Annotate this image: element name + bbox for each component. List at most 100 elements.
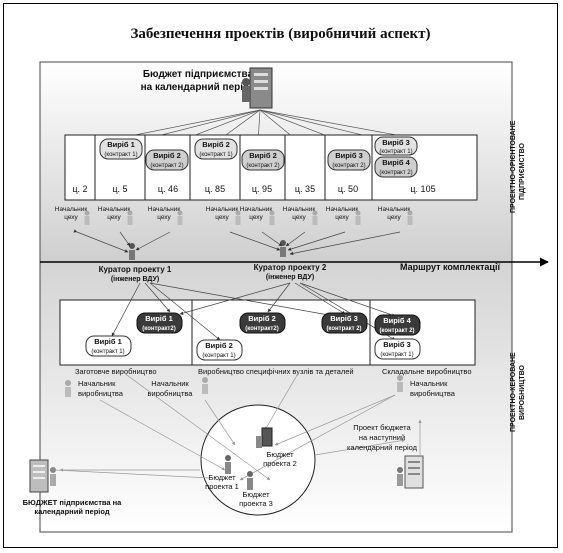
production-product-pill: Виріб 2 (контракт2) — [239, 312, 286, 334]
person-icon — [235, 210, 241, 216]
svg-text:проекта 1: проекта 1 — [205, 482, 239, 491]
svg-text:(контракт2): (контракт2) — [245, 326, 278, 332]
svg-text:проекта 2: проекта 2 — [263, 459, 297, 468]
workshop-label: ц. 50 — [338, 184, 358, 194]
enterprise-budget-server-icon — [29, 459, 56, 493]
person-icon — [177, 210, 183, 216]
enterprise-budget-label-2: календарний період — [34, 507, 109, 516]
person-icon-body — [355, 216, 361, 225]
chief-label-2: цеху — [157, 214, 171, 221]
svg-text:Виріб 2: Виріб 2 — [202, 140, 230, 149]
workshop-label: ц. 95 — [252, 184, 272, 194]
server-icon — [242, 67, 273, 109]
chief-label-2: цеху — [215, 214, 229, 221]
svg-text:(контракт 2): (контракт 2) — [246, 163, 279, 169]
person-icon-body — [235, 216, 241, 225]
chief-label-2: цеху — [64, 214, 78, 221]
svg-text:Проект бюджета: Проект бюджета — [353, 423, 411, 432]
svg-text:Виріб 3: Виріб 3 — [382, 138, 410, 147]
svg-text:на наступний: на наступний — [359, 433, 405, 442]
svg-text:Виріб 3: Виріб 3 — [330, 314, 358, 323]
production-chief-1: Начальник виробництва — [65, 379, 124, 398]
svg-text:Виріб 3: Виріб 3 — [335, 151, 363, 160]
workshop-label: ц. 85 — [205, 184, 225, 194]
chief-label-1: Начальник — [98, 206, 131, 213]
next-period-budget: Проект бюджета на наступний календарний … — [347, 423, 418, 452]
production-product-pill: Виріб 1 (контракт2) — [136, 312, 183, 334]
budget-label-2: на календарний період — [141, 82, 256, 93]
product-pill: Виріб 2 (контракт 1) — [194, 138, 238, 160]
production-product-pill: Виріб 1 (контракт 1) — [85, 335, 132, 357]
curator-1-person-icon — [129, 243, 135, 260]
production-product-pill: Виріб 4 (контракт 2) — [374, 314, 421, 336]
person-icon — [312, 210, 318, 216]
product-pill: Виріб 2 (контракт 2) — [145, 149, 189, 171]
product-pill: Виріб 2 (контракт 2) — [241, 149, 285, 171]
svg-text:виробництва: виробництва — [148, 389, 194, 398]
svg-text:Виріб 1: Виріб 1 — [145, 314, 173, 323]
svg-text:Виріб 2: Виріб 2 — [248, 314, 276, 323]
enterprise-budget-label-1: БЮДЖЕТ підприємства на — [23, 498, 123, 507]
product-pill: Виріб 3 (контракт 1) — [374, 136, 418, 156]
svg-text:Бюджет: Бюджет — [242, 490, 270, 499]
person-icon — [355, 210, 361, 216]
svg-text:виробництва: виробництва — [78, 389, 124, 398]
svg-text:(контракт 1): (контракт 1) — [202, 353, 235, 359]
side-label-top-1: ПРОЕКТНО-ОРІЄНТОВАНЕ — [510, 120, 517, 213]
svg-text:Виріб 4: Виріб 4 — [383, 316, 411, 325]
person-icon-body — [127, 216, 133, 225]
curator-1-sub: (інженер ВДУ) — [111, 275, 159, 283]
curator-2-sub: (інженер ВДУ) — [266, 273, 314, 281]
workshop-label: ц. 2 — [72, 184, 87, 194]
production-product-pill: Виріб 3 (контракт 2) — [321, 312, 368, 334]
person-icon-body — [407, 216, 413, 225]
svg-text:(контракт 1): (контракт 1) — [380, 352, 413, 358]
person-icon-body — [84, 216, 90, 225]
svg-text:Бюджет: Бюджет — [208, 473, 236, 482]
diagram-title: Забезпечення проектів (виробничий аспект… — [130, 26, 431, 42]
chief-label-2: цеху — [249, 214, 263, 221]
svg-text:Начальник: Начальник — [410, 379, 448, 388]
chief-label-2: цеху — [292, 214, 306, 221]
curator-2-label: Куратор проекту 2 — [254, 263, 327, 272]
svg-text:(контракт 2): (контракт 2) — [379, 328, 414, 334]
side-label-bottom-2: ВИРОБНИЦТВО — [519, 365, 526, 420]
svg-text:(контракт 1): (контракт 1) — [199, 152, 232, 158]
person-icon — [127, 210, 133, 216]
svg-text:Виріб 3: Виріб 3 — [383, 340, 411, 349]
person-icon-body — [312, 216, 318, 225]
svg-text:(контракт2): (контракт2) — [142, 326, 175, 332]
svg-text:Бюджет: Бюджет — [266, 450, 294, 459]
chief-label-1: Начальник — [55, 206, 88, 213]
production-label-specific: Виробництво специфічних вузлів та детале… — [198, 367, 354, 376]
svg-text:календарний період: календарний період — [347, 443, 418, 452]
product-pill: Виріб 4 (контракт 2) — [374, 156, 418, 178]
product-pill: Виріб 3 (контракт 2) — [327, 149, 371, 171]
chief-label-1: Начальник — [378, 206, 411, 213]
production-product-pill: Виріб 2 (контракт 1) — [196, 339, 243, 361]
svg-text:виробництва: виробництва — [410, 389, 456, 398]
svg-text:Виріб 4: Виріб 4 — [382, 158, 410, 167]
svg-text:Виріб 1: Виріб 1 — [107, 140, 135, 149]
route-label: Маршрут комплектації — [400, 262, 500, 272]
workshop-label: ц. 46 — [158, 184, 178, 194]
next-budget-server-icon — [397, 455, 424, 489]
svg-text:(контракт 1): (контракт 1) — [379, 149, 412, 155]
svg-text:Виріб 2: Виріб 2 — [205, 341, 233, 350]
svg-text:(контракт 2): (контракт 2) — [150, 163, 183, 169]
workshops-table-dividers — [94, 135, 373, 200]
production-chief-3: Начальник виробництва — [397, 375, 456, 398]
svg-text:Виріб 2: Виріб 2 — [249, 151, 277, 160]
production-label-blank: Заготовче виробництво — [75, 367, 157, 376]
svg-text:(контракт 2): (контракт 2) — [326, 326, 361, 332]
chief-label-2: цеху — [107, 214, 121, 221]
chief-to-curator-lines — [73, 229, 401, 256]
person-icon-body — [269, 216, 275, 225]
